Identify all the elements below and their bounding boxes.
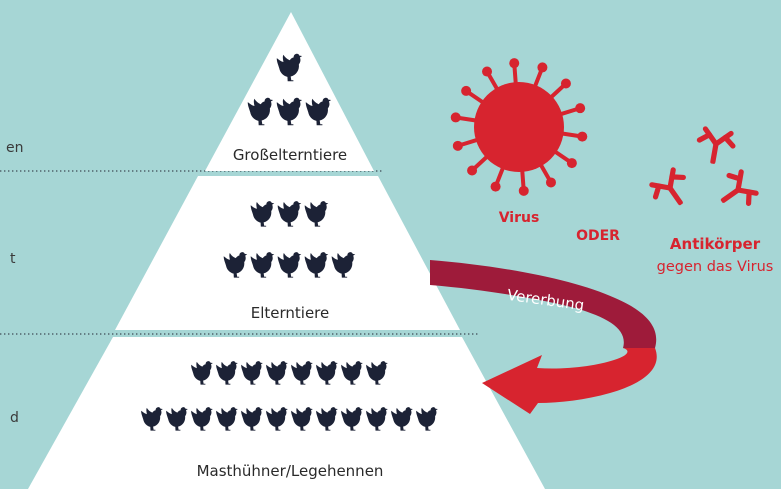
virus-label: Virus xyxy=(499,210,540,226)
antibody-label: Antikörper xyxy=(670,235,761,253)
virus-spike-tip xyxy=(467,165,478,176)
virus-icon xyxy=(450,58,588,196)
side-text-middle: t xyxy=(10,251,16,267)
tier-label-parents: Elterntiere xyxy=(251,304,330,322)
virus-spike-tip xyxy=(518,185,529,196)
pyramid-tier-top xyxy=(205,12,374,171)
virus-spike-tip xyxy=(452,140,463,151)
or-label: ODER xyxy=(576,228,620,244)
virus-spike-tip xyxy=(545,177,556,188)
virus-body xyxy=(474,82,564,172)
virus-spike-tip xyxy=(577,131,588,142)
virus-spike-tip xyxy=(537,62,548,73)
curved-arrow-icon xyxy=(430,260,657,414)
pyramid-tier-middle xyxy=(115,176,460,330)
tier-label-broilers-layers: Masthühner/Legehennen xyxy=(197,462,384,480)
tier-label-grandparents: Großelterntiere xyxy=(233,146,347,164)
virus-spike-tip xyxy=(490,181,501,192)
pyramid xyxy=(28,12,545,489)
virus-spike-tip xyxy=(560,78,571,89)
virus-spike-tip xyxy=(509,58,520,69)
virus-spike-tip xyxy=(450,112,461,123)
side-text-bottom: d xyxy=(10,410,19,426)
virus-spike-tip xyxy=(575,103,586,114)
pyramid-tier-bottom xyxy=(28,337,545,489)
virus-spike-tip xyxy=(566,158,577,169)
side-text-top: en xyxy=(6,140,24,156)
antibody-sublabel: gegen das Virus xyxy=(657,259,774,275)
antibody-icon xyxy=(649,128,759,214)
virus-spike-tip xyxy=(461,85,472,96)
virus-spike-tip xyxy=(482,66,493,77)
